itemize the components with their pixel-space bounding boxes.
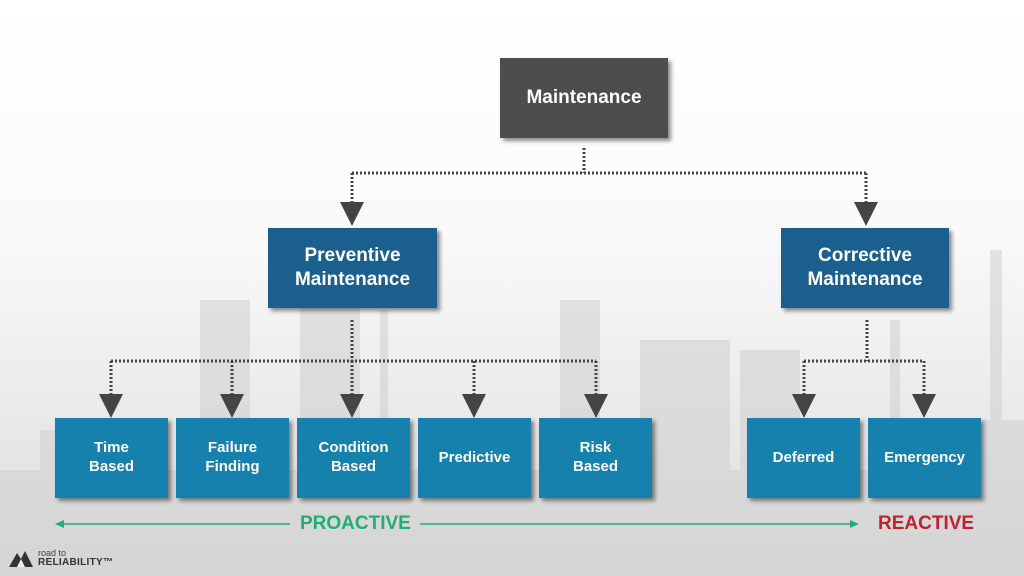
time-based-line1: Time (94, 439, 129, 457)
condition-based-line1: Condition (318, 439, 389, 457)
node-maintenance: Maintenance (500, 58, 668, 138)
predictive-label: Predictive (438, 448, 511, 466)
time-based-line2: Based (88, 458, 135, 475)
condition-based-line2: Based (330, 458, 376, 475)
node-condition-based: Condition Based (297, 418, 410, 498)
logo-line2: RELIABILITY™ (38, 556, 114, 568)
node-risk-based: Risk Based (539, 418, 652, 498)
risk-based-line2: Based (572, 458, 619, 475)
preventive-line1: Preventive (304, 245, 401, 267)
node-preventive-maintenance: Preventive Maintenance (268, 228, 437, 308)
proactive-label: PROACTIVE (300, 513, 411, 534)
node-emergency: Emergency (868, 418, 981, 498)
deferred-label: Deferred (772, 448, 835, 466)
preventive-line2: Maintenance (294, 269, 411, 290)
failure-finding-line1: Failure (207, 439, 258, 457)
node-deferred: Deferred (747, 418, 860, 498)
mountain-logo-icon (9, 551, 33, 567)
corrective-line2: Maintenance (807, 269, 923, 290)
reactive-label: REACTIVE (878, 513, 975, 534)
corrective-line1: Corrective (818, 245, 912, 267)
node-time-based: Time Based (55, 418, 168, 498)
node-predictive: Predictive (418, 418, 531, 498)
logo-line1: road to (38, 547, 67, 558)
risk-based-line1: Risk (579, 439, 612, 457)
emergency-label: Emergency (884, 448, 965, 466)
failure-finding-line2: Finding (205, 458, 260, 475)
node-maintenance-label: Maintenance (526, 87, 642, 109)
node-failure-finding: Failure Finding (176, 418, 289, 498)
road-to-reliability-logo: road to RELIABILITY™ (8, 548, 113, 568)
node-corrective-maintenance: Corrective Maintenance (781, 228, 949, 308)
